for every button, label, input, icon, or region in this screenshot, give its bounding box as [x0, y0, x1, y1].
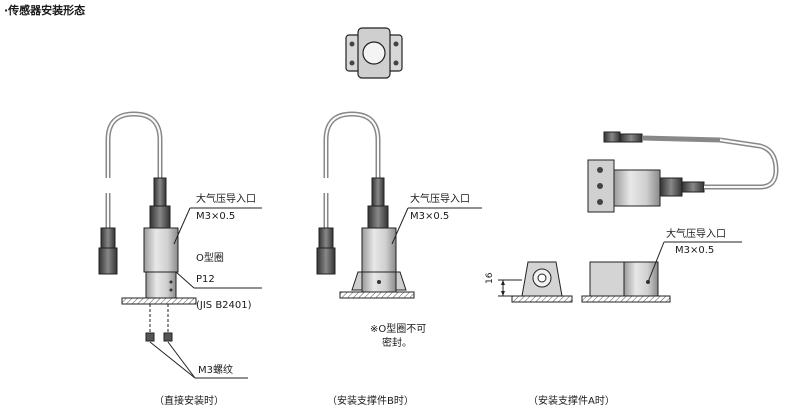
- figure-bracket-b: [316, 111, 482, 299]
- label-direct-screw: M3螺纹: [198, 365, 233, 376]
- figure-direct-mount: [98, 111, 262, 379]
- label-bracket-b-thread: M3×0.5: [410, 211, 450, 222]
- dimension-bracket-a-height: 16: [485, 272, 495, 284]
- label-direct-standard: (JIS B2401): [196, 300, 252, 311]
- caption-bracket-a: （安装支撑件A时）: [528, 396, 615, 407]
- caption-direct: （直接安装时）: [154, 396, 224, 407]
- label-direct-inlet: 大气压导入口: [196, 194, 256, 205]
- caption-bracket-b: （安装支撑件B时）: [327, 396, 414, 407]
- label-bracket-a-inlet: 大气压导入口: [666, 229, 726, 240]
- label-bracket-a-thread: M3×0.5: [675, 245, 715, 256]
- figure-bracket-a: [498, 131, 779, 303]
- bracket-top-view: [345, 27, 403, 79]
- label-bracket-b-inlet: 大气压导入口: [410, 194, 470, 205]
- label-direct-thread: M3×0.5: [196, 211, 236, 222]
- note-bracket-b-line1: ※O型圈不可: [370, 324, 427, 335]
- label-direct-oring-size: P12: [196, 274, 215, 285]
- note-bracket-b-line2: 密封。: [382, 338, 412, 349]
- label-direct-oring: O型圈: [196, 253, 224, 264]
- diagram-title: ·传感器安装形态: [4, 4, 86, 17]
